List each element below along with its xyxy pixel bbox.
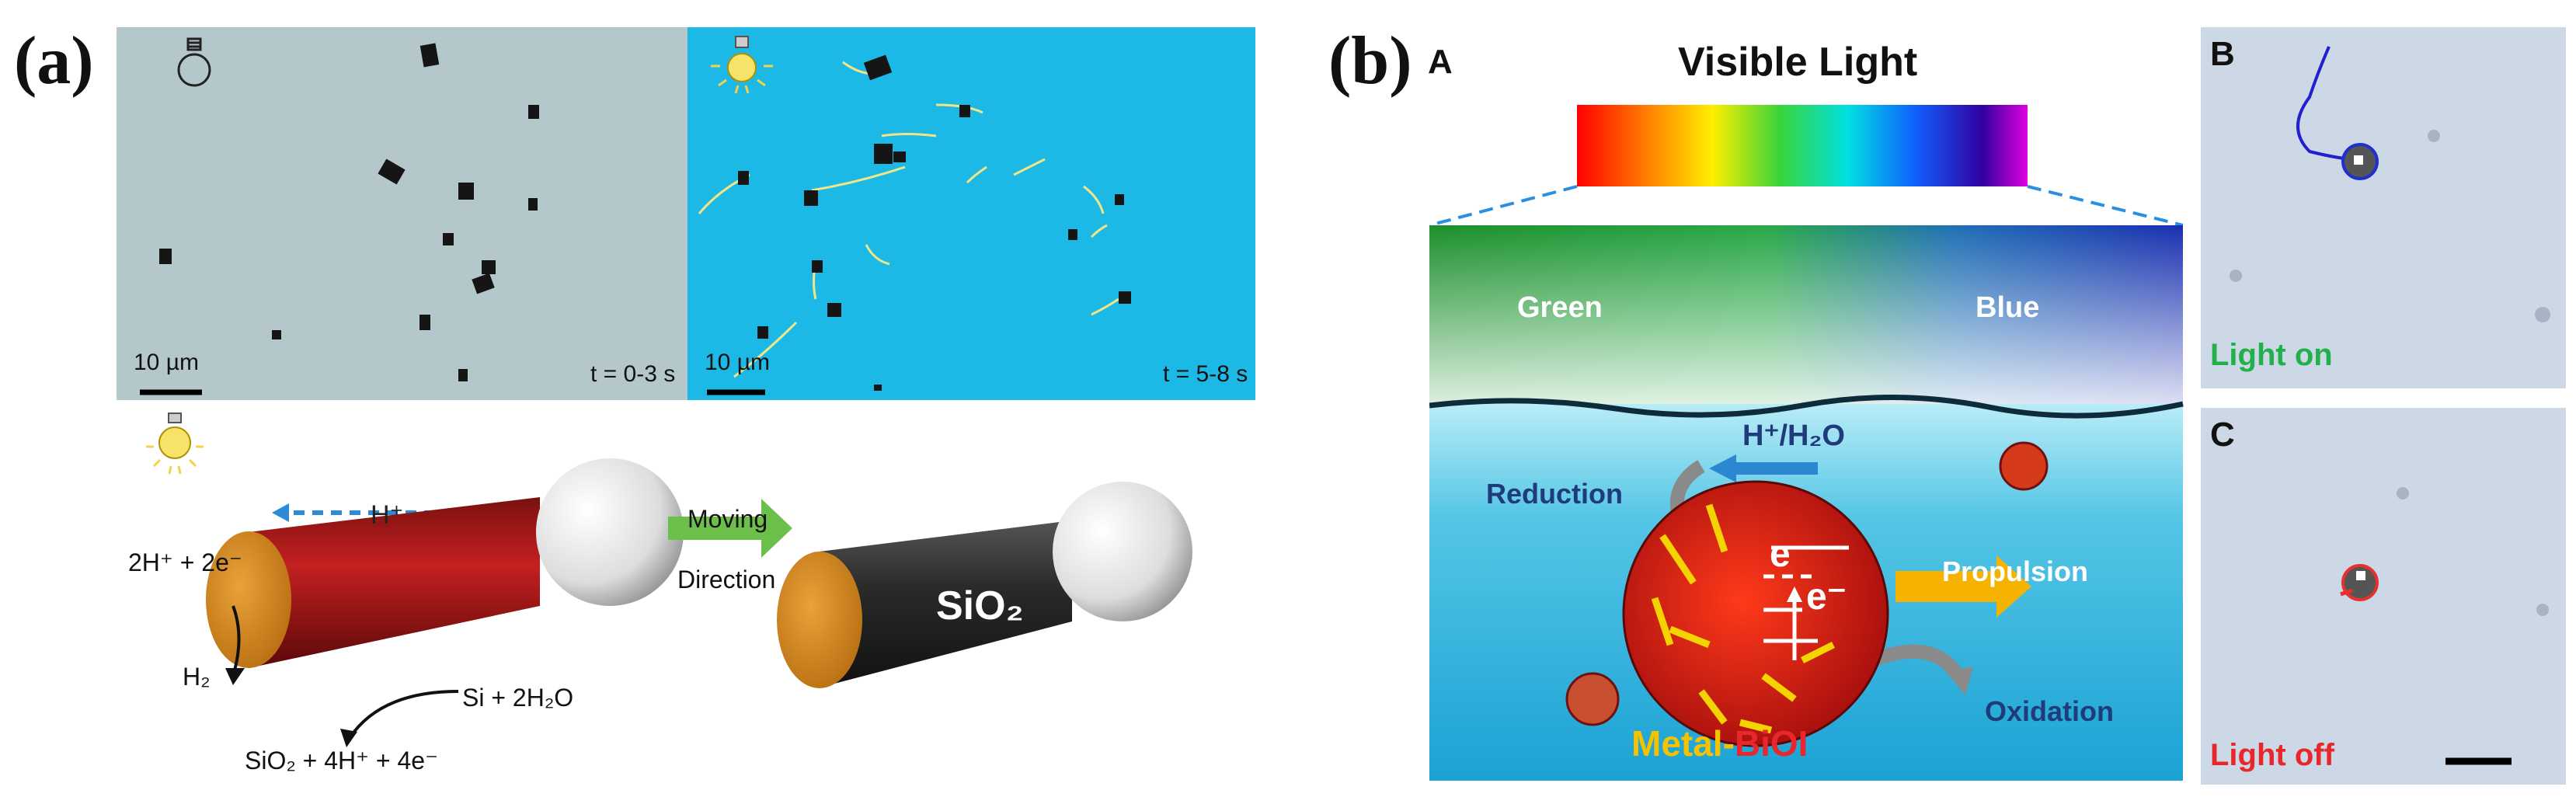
sub-panel-a-label: A: [1428, 43, 1453, 81]
micrograph-light-off: C Light off: [2201, 408, 2566, 785]
panel-b-label: (b): [1328, 23, 1412, 99]
reduction-label: Reduction: [1486, 478, 1623, 510]
direction-label: Direction: [677, 566, 776, 593]
electron-label-2: e⁻: [1806, 576, 1847, 618]
light-on-label: Light on: [2210, 338, 2333, 372]
green-label: Green: [1517, 291, 1603, 324]
propulsion-label: Propulsion: [1942, 555, 2088, 587]
micrograph-light-on: 10 µm t = 5-8 s: [688, 27, 1255, 400]
panel-a-label: (a): [14, 23, 94, 99]
sio2-reaction: SiO₂ + 4H⁺ + 4e⁻: [245, 747, 438, 774]
bioi-label: BiOI: [1734, 723, 1808, 764]
blue-label: Blue: [1976, 291, 2040, 324]
h2-label: H₂: [183, 663, 211, 691]
si-reaction: Si + 2H₂O: [462, 684, 574, 712]
scale-bar-label: 10 µm: [705, 350, 770, 375]
micromotor-schematic: [146, 412, 1192, 747]
h-h2o-label: H⁺/H₂O: [1742, 419, 1845, 452]
h-plus-label: H⁺: [371, 500, 404, 530]
bulb-off-icon: [177, 37, 211, 87]
metal-bioi-label: Metal-BiOI: [1631, 722, 1808, 764]
micrograph-light-on: B Light on: [2201, 27, 2566, 388]
micrograph-light-off: 10 µm t = 0-3 s: [117, 27, 688, 400]
scale-bar-label: 10 µm: [134, 350, 199, 375]
visible-light-title: Visible Light: [1678, 40, 1918, 85]
light-off-label: Light off: [2210, 738, 2334, 772]
time-label: t = 5-8 s: [1163, 361, 1248, 387]
visible-light-schematic: [1429, 105, 2184, 781]
cathode-reaction: 2H⁺ + 2e⁻: [128, 548, 242, 576]
sio2-label: SiO₂: [936, 583, 1024, 628]
sub-panel-b-label: B: [2210, 35, 2235, 73]
metal-label: Metal-: [1631, 723, 1735, 764]
oxidation-label: Oxidation: [1985, 695, 2115, 727]
bulb-on-icon: [146, 412, 204, 475]
sub-panel-c-label: C: [2210, 416, 2235, 454]
moving-label: Moving: [688, 505, 768, 533]
time-label: t = 0-3 s: [590, 361, 676, 387]
electron-label-1: e⁻: [1770, 534, 1811, 575]
bulb-on-icon: [711, 36, 773, 94]
